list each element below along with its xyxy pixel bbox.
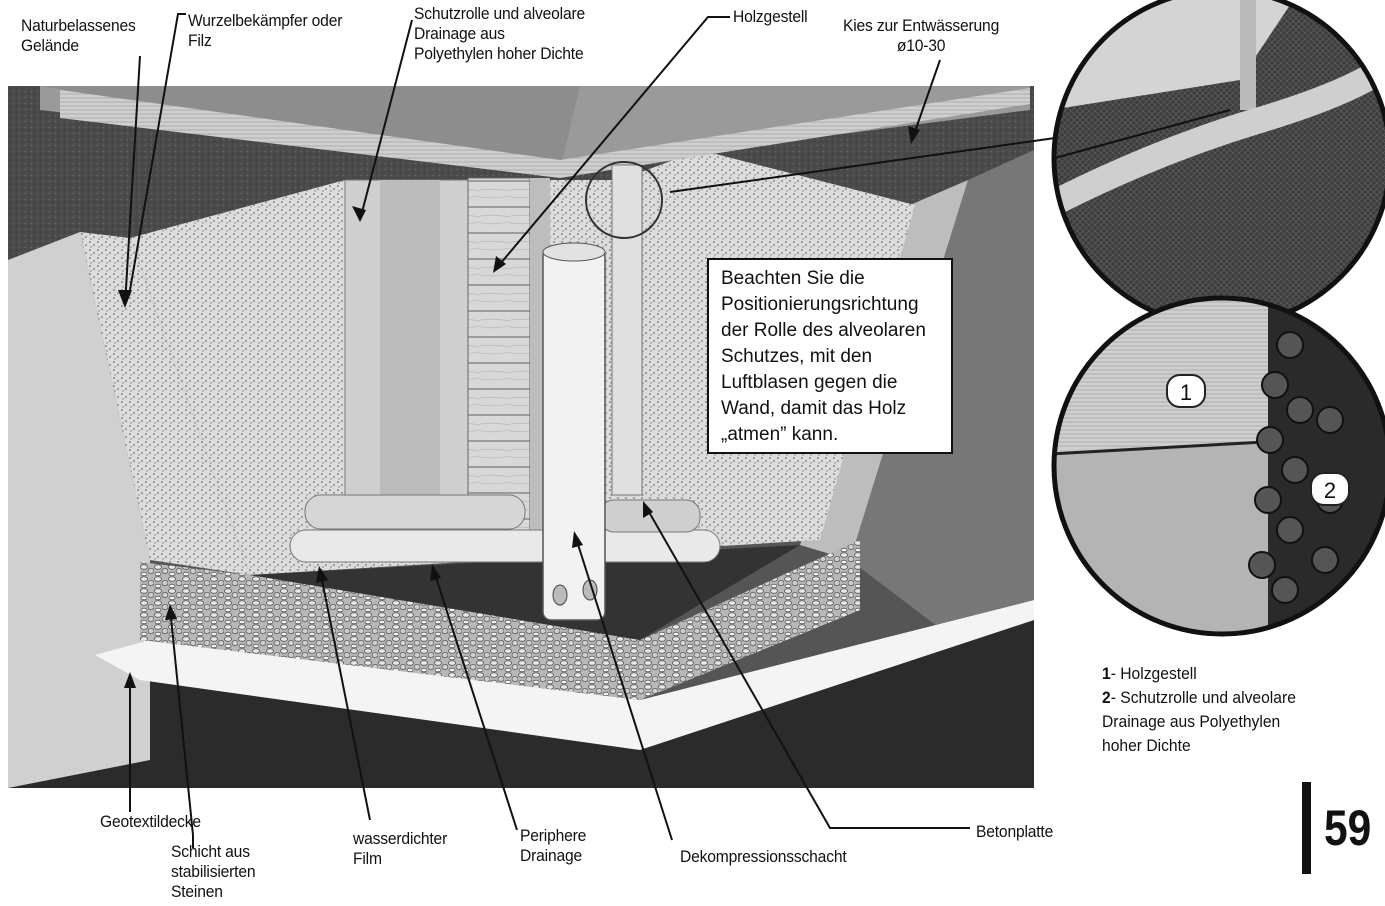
note-line: Luftblasen gegen die [721, 372, 898, 393]
label-periphere-drainage: Periphere Drainage [520, 826, 587, 865]
detail-circle-bottom [1051, 295, 1385, 637]
note-line: Positionierungsrichtung [721, 294, 919, 315]
label-kies: Kies zur Entwässerung ø10-30 [843, 16, 1000, 55]
note-line: „atmen” kann. [721, 424, 839, 445]
note-line: Schutzes, mit den [721, 346, 873, 367]
note-line: der Rolle des alveolaren [721, 320, 926, 341]
note-line: Wand, damit das Holz [721, 398, 907, 419]
label-schutzrolle: Schutzrolle und alveolare Drainage aus P… [414, 4, 586, 63]
detail-circle-top [1051, 0, 1385, 329]
legend: 1- Holzgestell 2- Schutzrolle und alveol… [1102, 662, 1296, 758]
label-betonplatte: Betonplatte [976, 822, 1054, 841]
note-box: Beachten Sie die Positionierungsrichtung… [707, 258, 953, 454]
legend-item-1: 1- Holzgestell [1102, 664, 1197, 683]
label-wurzelbekaempfer: Wurzelbekämpfer oder Filz [188, 11, 343, 50]
leader-lines [124, 13, 1231, 848]
label-dekompressionsschacht: Dekompressionsschacht [680, 847, 847, 866]
leader-arrowheads [118, 126, 920, 688]
main-section-drawing [8, 86, 1034, 788]
page-number-bar [1302, 782, 1311, 874]
page-number: 59 [1324, 800, 1372, 856]
label-schicht-steinen: Schicht aus stabilisierten Steinen [171, 842, 256, 901]
label-naturbelassenes-gelaende: Naturbelassenes Gelände [21, 16, 136, 55]
label-holzgestell: Holzgestell [733, 7, 808, 26]
badge-1: 1 [1166, 374, 1206, 408]
label-geotextildecke: Geotextildecke [100, 812, 201, 831]
label-wasserdichter-film: wasserdichter Film [353, 829, 448, 868]
note-line: Beachten Sie die [721, 268, 865, 289]
badge-2: 2 [1310, 472, 1350, 506]
legend-item-2: 2- Schutzrolle und alveolare Drainage au… [1102, 688, 1296, 755]
